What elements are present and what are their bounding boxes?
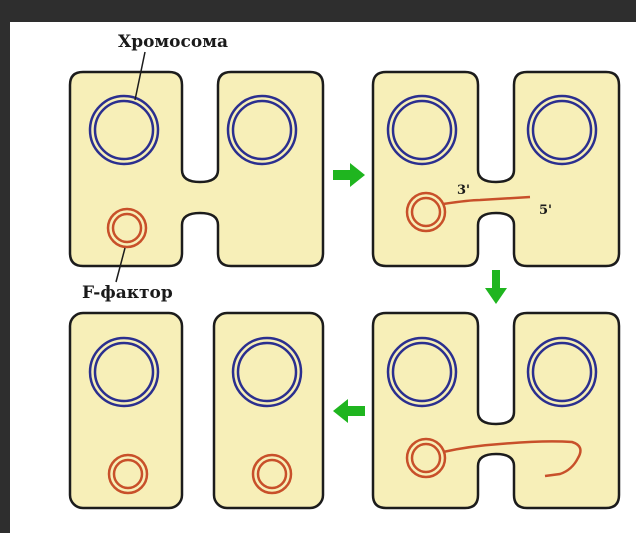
- left-arrow-icon: [333, 399, 365, 423]
- end-3-label: 3': [457, 183, 470, 198]
- stage-1-cell-pair: [70, 52, 323, 282]
- down-arrow-icon: [485, 270, 507, 304]
- end-5-label: 5': [539, 203, 552, 218]
- stage-3-cell-body: [373, 313, 619, 508]
- right-arrow-icon: [333, 163, 365, 187]
- f-factor-label: F-фактор: [82, 283, 173, 303]
- stage-2-cell-pair: 3' 5': [373, 72, 619, 266]
- chromosome-label: Хромосома: [118, 32, 228, 52]
- stage-4-cells: [70, 313, 323, 508]
- stage-3-cell-pair: [373, 313, 619, 508]
